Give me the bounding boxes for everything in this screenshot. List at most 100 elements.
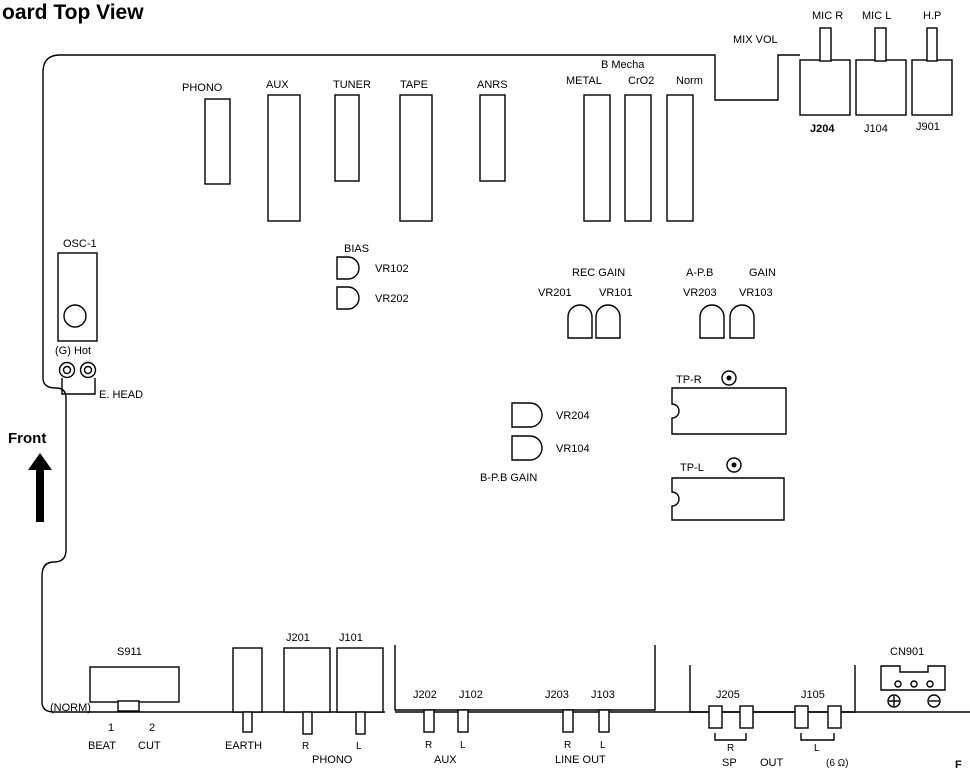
j101-jack[interactable] <box>336 647 384 713</box>
front-label: Front <box>8 430 46 447</box>
j101-label: J101 <box>339 632 363 644</box>
s911-knob[interactable] <box>117 700 140 712</box>
vr201-pot-icon[interactable] <box>567 304 593 339</box>
vr203-label: VR203 <box>683 287 717 299</box>
j201-pin <box>302 711 313 735</box>
j201-label: J201 <box>286 632 310 644</box>
ic-upper <box>671 387 787 435</box>
aux-lineout-bracket <box>394 645 656 711</box>
anrs-switch[interactable] <box>479 94 506 182</box>
j105-label: J105 <box>801 689 825 701</box>
j105-pin-a[interactable] <box>794 705 809 729</box>
phono-label: PHONO <box>182 82 223 94</box>
j104-jack[interactable] <box>855 59 907 116</box>
j205-pin-a[interactable] <box>708 705 723 729</box>
earth-terminal-block <box>232 647 263 713</box>
e-head-label: E. HEAD <box>99 389 143 401</box>
rec-gain-label: REC GAIN <box>572 267 625 279</box>
tp-l-icon[interactable] <box>726 457 742 473</box>
tp-l-label: TP-L <box>680 462 704 474</box>
j205-bracket <box>714 733 747 741</box>
corner-fragment: F <box>955 759 962 771</box>
earth-label: EARTH <box>225 740 262 752</box>
tp-r-dot-icon <box>726 375 732 381</box>
osc-1-coil <box>57 252 98 342</box>
bias-label: BIAS <box>344 243 369 255</box>
hot-terminal-inner-icon <box>83 365 93 375</box>
j203-label: J203 <box>545 689 569 701</box>
mic-l-label: MIC L <box>862 10 891 22</box>
phono-switch[interactable] <box>204 98 231 185</box>
ic-lower <box>671 477 785 521</box>
j103-pin[interactable] <box>598 709 610 733</box>
vr104-label: VR104 <box>556 443 590 455</box>
cut-label: CUT <box>138 740 161 752</box>
vr201-label: VR201 <box>538 287 572 299</box>
j205-pin-b[interactable] <box>739 705 754 729</box>
vr101-pot-icon[interactable] <box>595 304 621 339</box>
cn901-pin-3-icon <box>926 680 934 688</box>
metal-switch[interactable] <box>583 94 611 222</box>
j202-label: J202 <box>413 689 437 701</box>
tp-r-icon[interactable] <box>721 370 737 386</box>
cn901-connector[interactable] <box>880 665 946 691</box>
gain-label: GAIN <box>749 267 776 279</box>
norm-switch[interactable] <box>666 94 694 222</box>
vr102-pot-icon[interactable] <box>336 256 360 280</box>
j901-label: J901 <box>916 121 940 133</box>
bpb-gain-label: B-P.B GAIN <box>480 472 537 484</box>
j204-shaft <box>819 27 832 62</box>
vr103-pot-icon[interactable] <box>729 304 755 339</box>
aux-r-label: R <box>425 740 432 751</box>
vr104-pot-icon[interactable] <box>511 435 543 461</box>
tuner-label: TUNER <box>333 79 371 91</box>
cro2-switch[interactable] <box>624 94 652 222</box>
sp-label: SP <box>722 757 737 769</box>
vr204-pot-icon[interactable] <box>511 402 543 428</box>
sp-l-label: L <box>814 743 820 754</box>
diagram-title: oard Top View <box>2 1 144 24</box>
j205-label: J205 <box>716 689 740 701</box>
j204-label: J204 <box>810 123 835 135</box>
g-terminal-inner-icon <box>62 365 72 375</box>
norm-label: (NORM) <box>50 702 91 714</box>
vr202-label: VR202 <box>375 293 409 305</box>
j203-pin[interactable] <box>562 709 574 733</box>
position-1-label: 1 <box>108 722 114 734</box>
line-out-label: LINE OUT <box>555 754 606 766</box>
g-terminal-icon <box>58 361 76 379</box>
sp-r-label: R <box>727 743 734 754</box>
plus-sign-icon <box>889 696 899 706</box>
j901-jack[interactable] <box>911 59 953 116</box>
hot-terminal-icon <box>79 361 97 379</box>
beat-label: BEAT <box>88 740 116 752</box>
tuner-switch[interactable] <box>334 94 360 182</box>
line-out-r-label: R <box>564 740 571 751</box>
tape-label: TAPE <box>400 79 428 91</box>
line-out-l-label: L <box>600 740 606 751</box>
vr203-pot-icon[interactable] <box>699 304 725 339</box>
j105-pin-b[interactable] <box>827 705 842 729</box>
j103-label: J103 <box>591 689 615 701</box>
j204-jack[interactable] <box>799 59 851 116</box>
s911-switch[interactable] <box>89 666 180 703</box>
tp-r-label: TP-R <box>676 374 702 386</box>
s911-label: S911 <box>117 646 142 658</box>
out-label: OUT <box>760 757 784 769</box>
j201-jack[interactable] <box>283 647 331 713</box>
j102-pin[interactable] <box>457 709 469 733</box>
minus-terminal-icon <box>927 694 941 708</box>
position-2-label: 2 <box>149 722 155 734</box>
j202-pin[interactable] <box>423 709 435 733</box>
vr202-pot-icon[interactable] <box>336 286 360 310</box>
cn901-pin-1-icon <box>894 680 902 688</box>
aux-switch[interactable] <box>267 94 301 222</box>
osc-1-label: OSC-1 <box>63 238 97 250</box>
j104-shaft <box>874 27 887 62</box>
e-head-bracket <box>61 378 96 395</box>
tape-switch[interactable] <box>399 94 433 222</box>
norm-tape-label: Norm <box>676 75 703 87</box>
j102-label: J102 <box>459 689 483 701</box>
board-outline <box>41 54 970 713</box>
